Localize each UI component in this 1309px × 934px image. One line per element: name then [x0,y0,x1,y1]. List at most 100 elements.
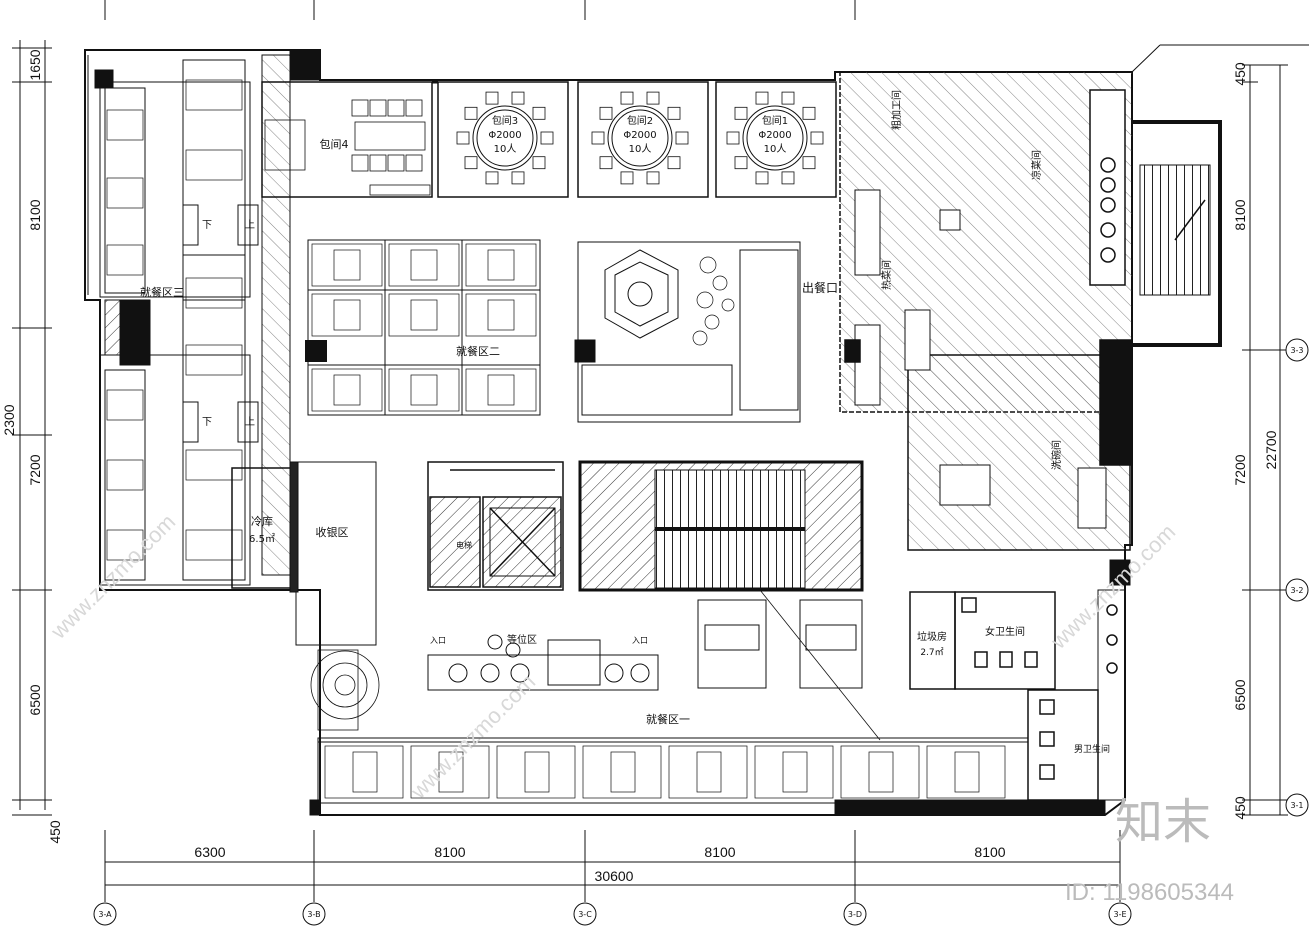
axis-labels: 3-A 3-B 3-C 3-D 3-E 3-3 3-2 3-1 [98,346,1303,919]
cold-storage-room [231,461,377,646]
axis-label-right-0: 3-3 [1290,346,1303,355]
bottom-dimension-labels: 6300 8100 8100 8100 30600 [194,844,1005,884]
chair [802,106,816,120]
chair [485,91,499,105]
chair [734,156,748,170]
dining-area-one-label: 就餐区一 [646,712,690,726]
kitchen-d-label: 粗加工间 [890,90,903,130]
mens-wc-label: 男卫生间 [1074,743,1110,755]
booth [754,745,834,799]
booth [668,745,748,799]
chair [726,131,740,145]
dim-right-1: 8100 [1232,199,1248,230]
table [311,368,383,412]
waiting-area [427,634,659,691]
dim-right-total: 22700 [1263,430,1279,469]
private-room-3-size: Φ2000 [488,130,521,141]
chair [532,156,546,170]
dim-bottom-1: 8100 [434,844,465,860]
restrooms [909,589,1126,801]
kitchen-c-label: 洗碗间 [1050,440,1063,470]
tree-planter [310,649,380,731]
booth-table [352,751,378,793]
booth-table [610,751,636,793]
booth [840,745,920,799]
table-top [333,374,361,406]
dim-right-4: 450 [1232,796,1248,820]
entry-label-2: 入口 [632,636,648,645]
booth-table [524,751,550,793]
booth-table [954,751,980,793]
chair [591,131,605,145]
dim-right-2: 7200 [1232,454,1248,485]
table [465,368,537,412]
private-room-1-size: Φ2000 [758,130,791,141]
table-top [487,374,515,406]
dim-left-2: 2300 [1,404,17,435]
private-room-2-size: Φ2000 [623,130,656,141]
dining-area-two-label: 就餐区二 [456,344,500,358]
dim-left-0: 1650 [27,49,43,80]
dim-bottom-total: 30600 [595,868,634,884]
chair [540,131,554,145]
private-room-2-label: 包间2 [627,114,653,127]
table [311,293,383,337]
up-marker-left-2: 上 [245,416,255,428]
axis-label-bottom-0: 3-A [98,910,112,919]
dim-left-5: 450 [47,820,63,844]
chair [755,171,769,185]
dining-area-three [94,54,291,586]
chair [675,131,689,145]
private-room-4-table [264,99,431,196]
dim-bottom-2: 8100 [704,844,735,860]
booth-table [868,751,894,793]
dim-right-3: 6500 [1232,679,1248,710]
table [388,368,460,412]
booth [926,745,1006,799]
watermark-site-2: www.znzmo.com [405,669,540,804]
watermark-id: ID: 1198605344 [1065,879,1234,906]
chair [781,91,795,105]
plants-cluster [692,256,735,346]
table-top [487,299,515,331]
booth [324,745,404,799]
table [465,243,537,287]
chair [755,91,769,105]
private-room-3-people: 10人 [494,143,517,155]
booth [410,745,490,799]
axis-label-right-1: 3-2 [1290,586,1303,595]
chair [734,106,748,120]
garbage-room-area: 2.7㎡ [920,647,943,658]
table-top [410,299,438,331]
elevator-label: 电梯 [456,540,472,550]
axis-label-right-2: 3-1 [1290,801,1303,810]
cold-storage-area: 6.5㎡ [249,533,275,545]
chair [464,106,478,120]
leader-line [759,589,881,741]
entry-label-1: 入口 [430,636,446,645]
booth-table [438,751,464,793]
chair [532,106,546,120]
left-dimension-labels: 1650 8100 2300 7200 6500 450 [1,49,63,843]
core-booths [697,599,863,689]
axis-label-bottom-2: 3-C [578,910,592,919]
kitchen-a-label: 热菜间 [880,260,893,290]
table-top [487,249,515,281]
up-marker-left-1: 上 [245,219,255,231]
dim-left-4: 6500 [27,684,43,715]
chair [485,171,499,185]
axis-label-bottom-3: 3-D [848,910,862,919]
private-room-1-people: 10人 [764,143,787,155]
chair [620,91,634,105]
chair [599,156,613,170]
chair [802,156,816,170]
kitchen [839,71,1133,551]
dim-right-0: 450 [1232,62,1248,86]
cashier-label: 收银区 [316,525,349,539]
table [311,243,383,287]
chair [810,131,824,145]
dim-left-3: 7200 [27,454,43,485]
meal-out-label: 出餐口 [802,280,838,295]
booth [496,745,576,799]
